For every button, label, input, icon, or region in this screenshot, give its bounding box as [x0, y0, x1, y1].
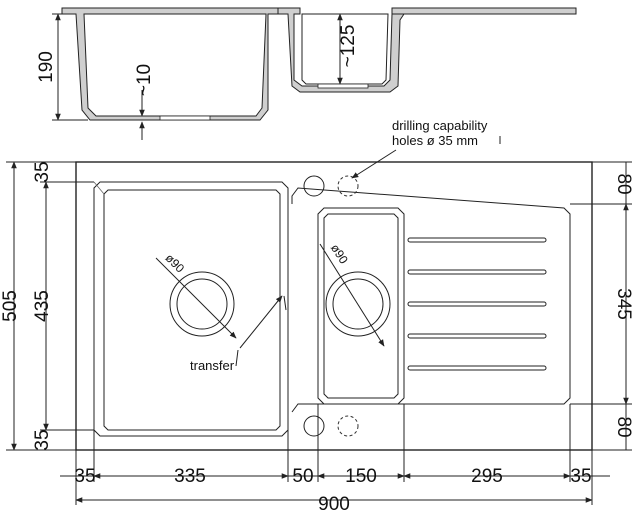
dim-depth-main: 190 — [36, 51, 57, 83]
transfer-label: transfer — [190, 358, 235, 373]
section-inner-small — [301, 13, 389, 85]
dim-drainer-top: 80 — [613, 173, 634, 194]
dim-width-total: 900 — [318, 494, 350, 515]
dim-width-seg-1: 35 — [74, 466, 95, 487]
dim-drainer-mid: 345 — [613, 288, 634, 320]
dim-width-seg-6: 35 — [570, 466, 591, 487]
dim-margin-top: 35 — [32, 161, 53, 182]
section-profile-small — [277, 7, 577, 93]
tap-hole-top-optional — [337, 175, 359, 197]
section-view: 190 ~10 ~125 — [36, 7, 577, 140]
small-bowl-inner — [323, 213, 399, 399]
width-dimension-chain: 35 335 50 150 295 35 900 — [60, 404, 610, 515]
main-drain-label: ø90 — [163, 251, 188, 276]
main-bowl-rim — [93, 181, 289, 437]
top-view: ø90 ø90 drilling capability holes ø 35 m… — [0, 118, 634, 515]
drainer-area — [291, 187, 571, 413]
sink-outline — [75, 161, 593, 451]
dim-margin-bottom: 35 — [32, 429, 53, 450]
section-inner-main — [83, 13, 267, 117]
tap-hole-bottom — [303, 415, 325, 437]
small-drain-inner — [332, 278, 384, 330]
tap-hole-top — [303, 175, 325, 197]
main-drain-outer — [169, 271, 235, 337]
dim-width-seg-4: 150 — [345, 466, 377, 487]
dim-depth-small: ~125 — [338, 25, 359, 68]
tap-hole-bottom-optional — [337, 415, 359, 437]
drilling-label-line1: drilling capability — [392, 118, 488, 133]
dim-height-total: 505 — [0, 290, 21, 322]
dim-width-seg-5: 295 — [471, 466, 503, 487]
dim-width-seg-3: 50 — [292, 466, 313, 487]
main-drain-inner — [176, 278, 228, 330]
small-drain-outer — [325, 271, 391, 337]
drainer-ribs — [407, 237, 547, 371]
dim-drainer-bottom: 80 — [613, 416, 634, 437]
main-bowl-inner — [103, 189, 281, 431]
dim-width-seg-2: 335 — [174, 466, 206, 487]
drilling-label-line2: holes ø 35 mm — [392, 133, 478, 148]
dim-height-inner: 435 — [32, 290, 53, 322]
dim-wall-thickness: ~10 — [134, 64, 155, 96]
small-bowl-rim — [317, 207, 405, 405]
